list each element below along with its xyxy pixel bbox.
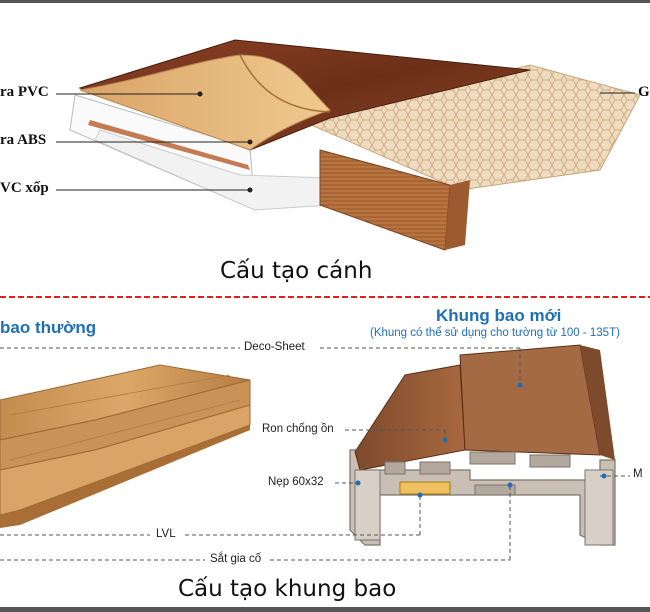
label-foam: VC xốp — [0, 180, 49, 196]
caption-frame: Cấu tạo khung bao — [178, 576, 397, 602]
title-new-frame: Khung bao mới — [436, 306, 562, 325]
top-leader-lines — [56, 91, 635, 193]
bottom-leader-lines — [0, 347, 630, 561]
label-top-right: G — [638, 84, 650, 100]
leader-dots — [355, 382, 607, 498]
new-frame-illustration — [349, 344, 616, 546]
title-standard-frame: bao thường — [0, 318, 97, 337]
caption-door-leaf: Cấu tạo cánh — [220, 258, 373, 284]
label-sat: Sắt gia cố — [210, 553, 262, 565]
label-bottom-right: M — [633, 468, 643, 480]
top-border — [0, 0, 650, 3]
door-leaf-illustration — [69, 39, 641, 251]
subtitle-new-frame: (Khung có thể sử dụng cho tường từ 100 -… — [370, 327, 620, 339]
label-abs: ra ABS — [0, 132, 47, 148]
standard-frame-illustration — [0, 364, 251, 528]
label-lvl: LVL — [156, 528, 176, 540]
label-ron: Ron chống ồn — [262, 423, 334, 435]
bottom-border — [0, 607, 650, 612]
label-pvc: ra PVC — [0, 84, 49, 100]
label-nep: Nẹp 60x32 — [268, 476, 324, 488]
label-deco-sheet: Deco-Sheet — [244, 341, 305, 353]
